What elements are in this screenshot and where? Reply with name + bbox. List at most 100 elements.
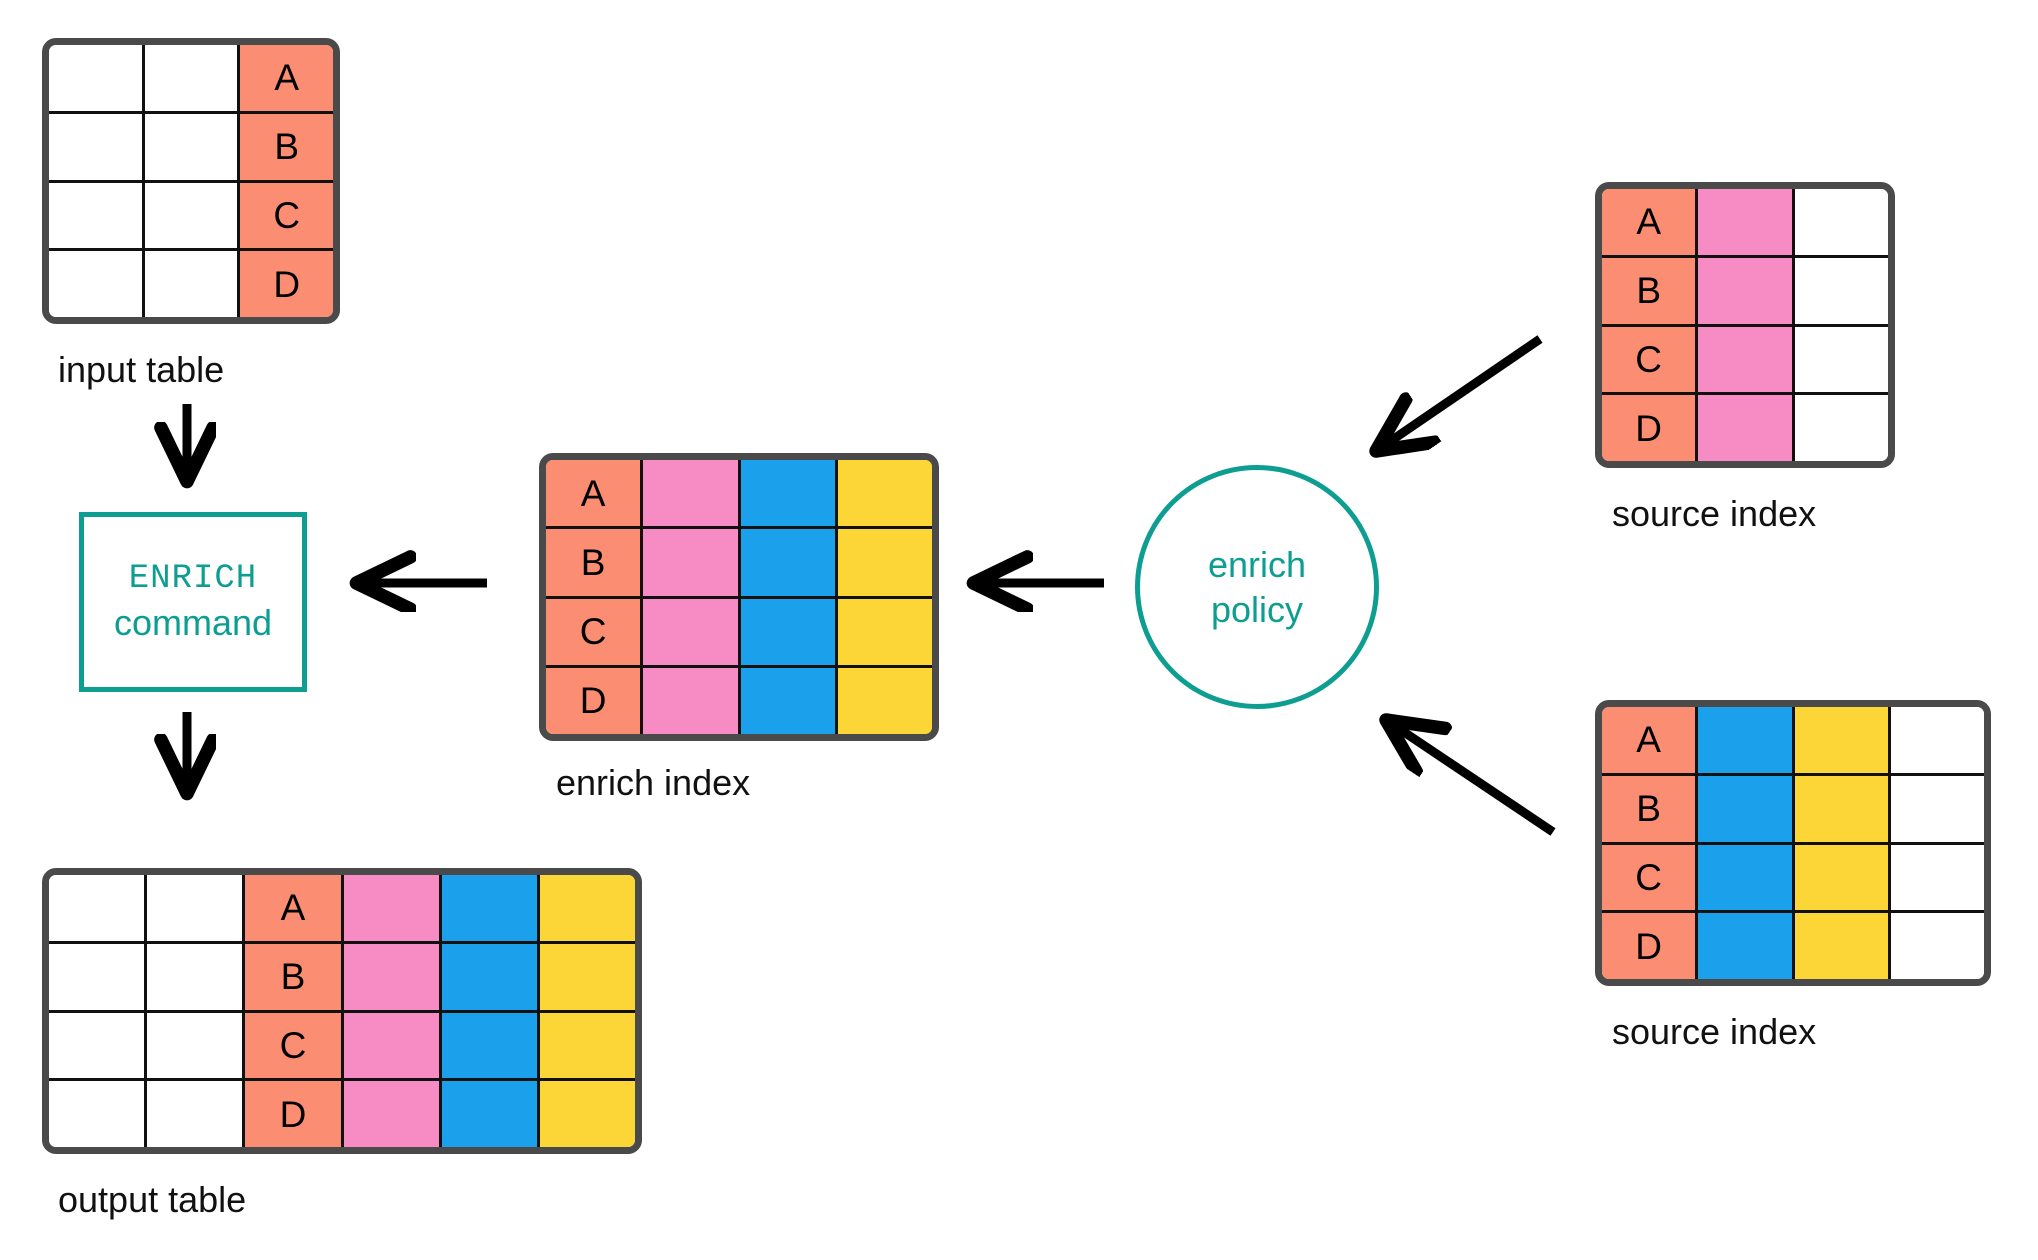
table-cell: [1695, 844, 1792, 911]
table-cell: [141, 182, 238, 249]
table-row: D: [546, 664, 932, 734]
table-cell: [340, 875, 439, 941]
enrich-command-keyword: ENRICH: [128, 560, 258, 599]
enrich-policy-circle[interactable]: enrich policy: [1135, 465, 1379, 709]
table-cell: [1791, 395, 1888, 461]
table-cell: [438, 1012, 537, 1079]
enrich-index-caption: enrich index: [556, 762, 751, 803]
table-cell: D: [1602, 913, 1696, 979]
table-cell: [1695, 326, 1792, 393]
table-cell: [1695, 189, 1792, 255]
table-cell: [144, 875, 243, 941]
table-cell: C: [1602, 326, 1696, 393]
table-cell: [1887, 775, 1984, 842]
output-table-caption: output table: [58, 1179, 247, 1220]
table-cell: [737, 598, 835, 665]
table-cell: [737, 667, 835, 734]
table-cell: [1887, 913, 1984, 979]
table-cell: [144, 943, 243, 1010]
table-cell: [640, 529, 738, 596]
table-cell: C: [237, 182, 333, 249]
table-cell: [49, 251, 142, 317]
table-row: A: [1602, 189, 1888, 255]
table-cell: [834, 598, 932, 665]
enrich-index-table: A B C D: [539, 453, 939, 741]
table-row: D: [1602, 392, 1888, 461]
arrow-source-index-bottom-to-policy: [1389, 722, 1556, 836]
table-cell: B: [237, 113, 333, 180]
table-cell: [340, 1012, 439, 1079]
table-row: A: [49, 875, 635, 941]
table-cell: [1791, 326, 1888, 393]
table-row: B: [1602, 254, 1888, 324]
output-table: A B C D: [42, 868, 642, 1154]
arrow-source-index-top-to-policy: [1379, 335, 1543, 449]
table-cell: [640, 667, 738, 734]
table-cell: [49, 875, 145, 941]
table-row: A: [49, 45, 333, 111]
table-cell: A: [242, 875, 341, 941]
table-cell: [536, 1012, 635, 1079]
table-cell: [737, 460, 835, 527]
table-row: C: [49, 1009, 635, 1079]
table-row: B: [546, 526, 932, 596]
table-cell: [834, 529, 932, 596]
table-cell: D: [546, 667, 641, 734]
table-cell: A: [1602, 707, 1696, 773]
table-row: D: [49, 1078, 635, 1147]
enrich-policy-line2: policy: [1210, 589, 1304, 630]
table-cell: [640, 598, 738, 665]
table-cell: [438, 1081, 537, 1147]
table-cell: [1695, 257, 1792, 324]
table-cell: [438, 875, 537, 941]
table-cell: [536, 943, 635, 1010]
table-cell: [144, 1012, 243, 1079]
table-cell: [737, 529, 835, 596]
table-cell: [834, 460, 932, 527]
source-index-bottom-table: A B C D: [1595, 700, 1991, 986]
table-row: D: [49, 248, 333, 317]
enrich-command-word: command: [113, 601, 273, 643]
table-cell: [1887, 844, 1984, 911]
table-row: A: [1602, 707, 1984, 773]
table-cell: [1887, 707, 1984, 773]
table-cell: A: [546, 460, 641, 527]
table-cell: [141, 251, 238, 317]
table-cell: [1695, 775, 1792, 842]
table-cell: C: [1602, 844, 1696, 911]
table-cell: [1791, 775, 1888, 842]
table-cell: [1791, 913, 1888, 979]
table-cell: [536, 875, 635, 941]
table-row: B: [1602, 772, 1984, 842]
table-cell: [49, 182, 142, 249]
table-cell: [49, 113, 142, 180]
table-cell: B: [242, 943, 341, 1010]
table-cell: [340, 1081, 439, 1147]
table-cell: [1791, 707, 1888, 773]
table-row: B: [49, 940, 635, 1010]
table-cell: D: [1602, 395, 1696, 461]
table-row: C: [546, 595, 932, 665]
table-cell: C: [242, 1012, 341, 1079]
table-row: C: [49, 179, 333, 249]
table-cell: [1695, 707, 1792, 773]
table-cell: [49, 943, 145, 1010]
table-cell: [438, 943, 537, 1010]
table-cell: B: [546, 529, 641, 596]
table-cell: [834, 667, 932, 734]
table-cell: A: [237, 45, 333, 111]
enrich-command-box[interactable]: ENRICH command: [79, 512, 307, 692]
table-row: C: [1602, 841, 1984, 911]
table-cell: [141, 113, 238, 180]
table-row: D: [1602, 910, 1984, 979]
table-row: B: [49, 110, 333, 180]
source-index-top-table: A B C D: [1595, 182, 1895, 468]
input-table-caption: input table: [58, 349, 225, 390]
enrich-policy-line1: enrich: [1207, 544, 1307, 585]
table-cell: [1791, 257, 1888, 324]
table-cell: [536, 1081, 635, 1147]
table-cell: [340, 943, 439, 1010]
table-cell: C: [546, 598, 641, 665]
source-index-bottom-caption: source index: [1612, 1011, 1817, 1052]
table-cell: [640, 460, 738, 527]
